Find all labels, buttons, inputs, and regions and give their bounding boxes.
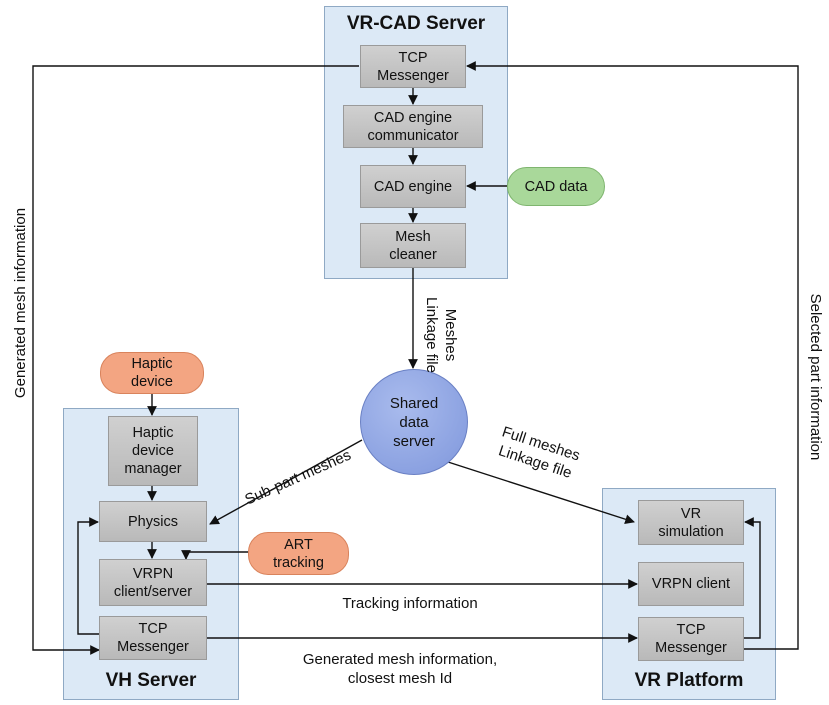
edge-shared-to-vrsim bbox=[447, 461, 635, 524]
cad-data-input: CAD data bbox=[507, 167, 605, 206]
label-meshes-linkage: Meshes Linkage file bbox=[423, 297, 459, 373]
shared-data-server: Shared data server bbox=[360, 369, 468, 475]
label-selected-part-information: Selected part information bbox=[807, 293, 824, 461]
cad-engine: CAD engine bbox=[360, 165, 466, 208]
vh-server-title: VH Server bbox=[105, 670, 197, 691]
edge-cadtcp-to-vhtcp bbox=[32, 65, 359, 655]
cad-engine-communicator: CAD engine communicator bbox=[343, 105, 483, 148]
physics-block: Physics bbox=[99, 501, 207, 542]
vr-simulation: VR simulation bbox=[638, 500, 744, 545]
vrpn-client: VRPN client bbox=[638, 562, 744, 606]
edge-vhtcp-to-physics bbox=[77, 517, 100, 635]
edge-art-to-vrpn bbox=[181, 550, 248, 560]
vr-platform-title: VR Platform bbox=[634, 670, 744, 691]
edge-shared-to-physics bbox=[209, 439, 363, 525]
art-tracking-input: ART tracking bbox=[248, 532, 349, 575]
label-generated-mesh-closest: Generated mesh information, closest mesh… bbox=[302, 651, 498, 687]
vrpn-client-server: VRPN client/server bbox=[99, 559, 207, 606]
mesh-cleaner: Mesh cleaner bbox=[360, 223, 466, 268]
label-generated-mesh-information: Generated mesh information bbox=[12, 207, 29, 399]
haptic-device-manager: Haptic device manager bbox=[108, 416, 198, 486]
edge-vrptcp-to-vrsim bbox=[743, 517, 761, 639]
haptic-device-input: Haptic device bbox=[100, 352, 204, 394]
cad-tcp-messenger: TCP Messenger bbox=[360, 45, 466, 88]
vr-cad-server-title: VR-CAD Server bbox=[346, 13, 486, 34]
vh-tcp-messenger: TCP Messenger bbox=[99, 616, 207, 660]
label-tracking-information: Tracking information bbox=[342, 595, 478, 612]
vrp-tcp-messenger: TCP Messenger bbox=[638, 617, 744, 661]
edge-vrptcp-to-cadtcp bbox=[466, 61, 799, 650]
